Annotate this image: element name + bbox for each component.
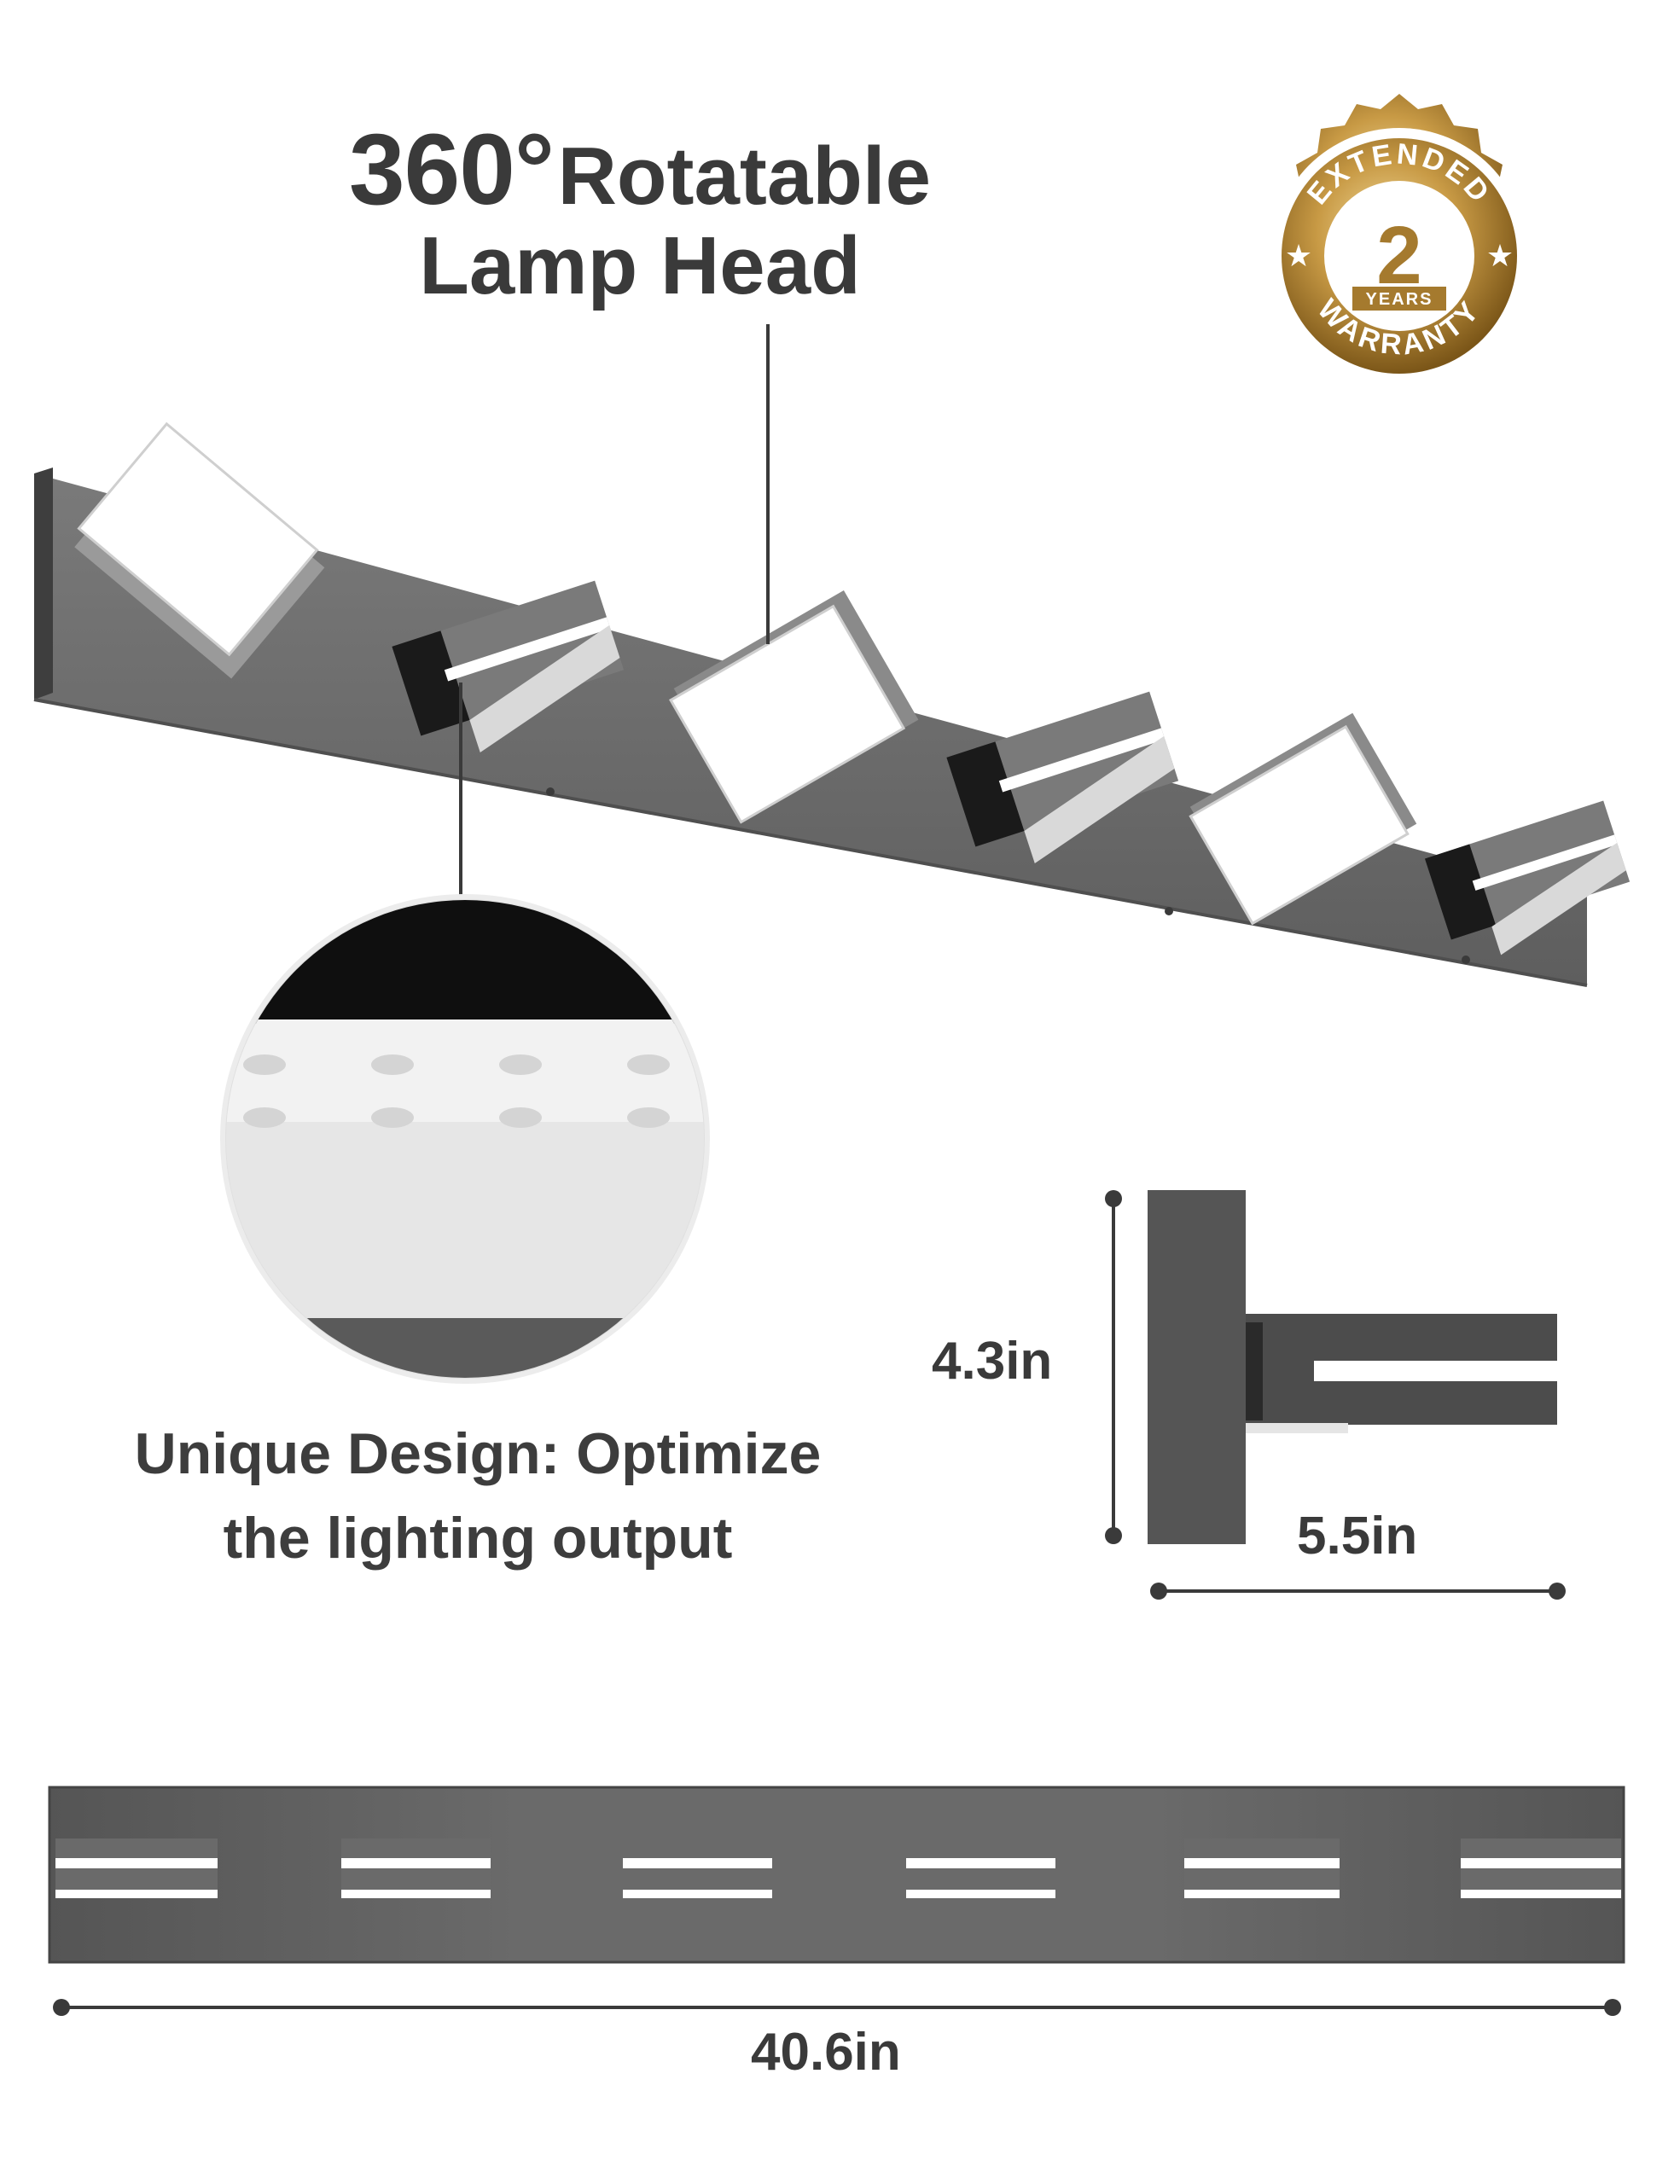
caption-line-2: the lighting output <box>223 1505 733 1571</box>
caption-line-1: Unique Design: Optimize <box>134 1421 822 1486</box>
lamp-head-4 <box>946 691 1179 863</box>
badge-star-right-icon: ★ <box>1486 238 1514 273</box>
angled-light-bar <box>33 421 1631 987</box>
lamp-head-2 <box>392 580 625 752</box>
front-lamp-1 <box>55 1838 218 1898</box>
front-lamp-5 <box>1184 1838 1340 1898</box>
front-lamp-3 <box>623 1838 772 1898</box>
headline: 360° Rotatable Lamp Head <box>256 119 1024 307</box>
lamp-head-1 <box>74 421 325 679</box>
badge-star-left-icon: ★ <box>1285 238 1312 273</box>
bar-screw-3 <box>1462 956 1470 964</box>
headline-rotatable: Rotatable <box>557 131 931 222</box>
length-label: 40.6in <box>751 2023 901 2082</box>
lamp-head-3 <box>669 590 919 824</box>
front-view-bar <box>48 1786 1625 2016</box>
height-label: 4.3in <box>932 1332 1053 1391</box>
front-lamp-2 <box>341 1838 491 1898</box>
bar-screw-1 <box>546 787 555 796</box>
warranty-badge: EXTENDED WARRANTY 2 YEARS ★ ★ <box>1271 94 1527 384</box>
badge-years-text: YEARS <box>1366 290 1433 309</box>
bar-screw-2 <box>1165 907 1173 915</box>
lamp-head-6 <box>1424 800 1631 956</box>
lamp-head-5 <box>1189 712 1417 926</box>
depth-label: 5.5in <box>1297 1507 1418 1565</box>
badge-number: 2 <box>1376 210 1421 301</box>
badge-years-ribbon <box>1352 287 1446 311</box>
front-lamp-6 <box>1461 1838 1621 1898</box>
feature-caption: Unique Design: Optimize the lighting out… <box>51 1412 904 1580</box>
front-lamp-4 <box>906 1838 1055 1898</box>
headline-degrees: 360° <box>349 113 555 226</box>
bar-end-face <box>34 468 53 700</box>
side-profile <box>1105 1190 1566 1600</box>
zoom-detail-circle <box>220 894 710 1384</box>
headline-lamp-head: Lamp Head <box>419 220 861 311</box>
